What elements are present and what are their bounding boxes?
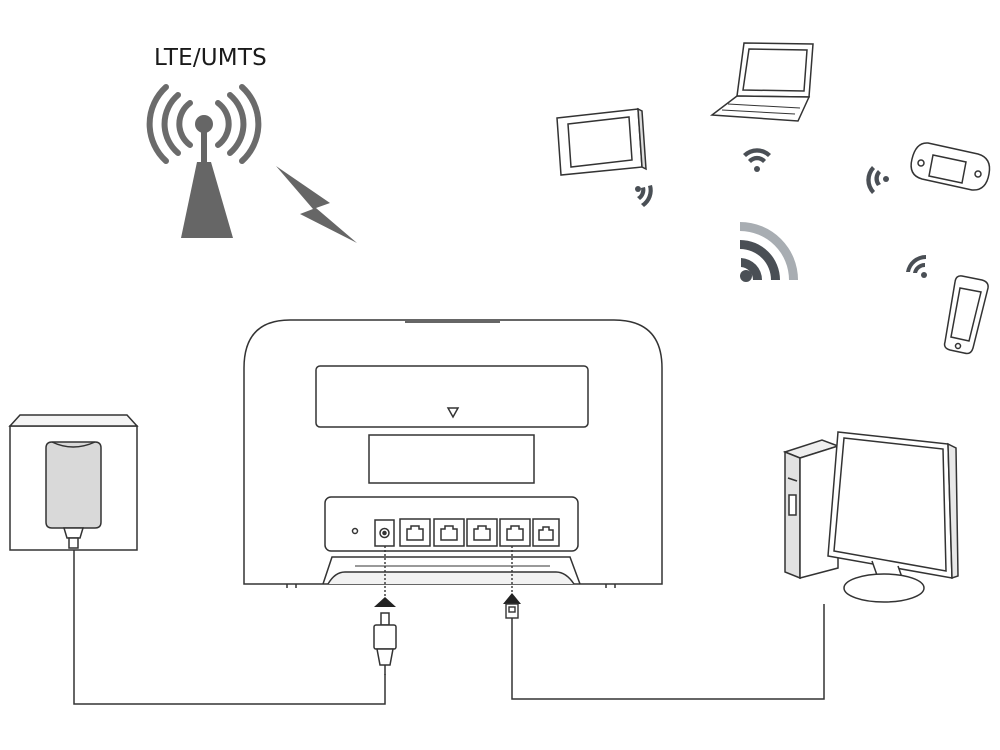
router-top-panel bbox=[315, 365, 589, 428]
phone-port bbox=[532, 518, 560, 547]
wifi-signal-icon-console bbox=[866, 166, 889, 194]
smartphone-icon bbox=[943, 275, 989, 355]
wifi-signal-icon-phone bbox=[906, 254, 927, 278]
reset-button bbox=[351, 527, 359, 535]
cell-tower-icon bbox=[146, 84, 262, 238]
laptop-icon bbox=[709, 42, 814, 122]
power-adapter-icon bbox=[45, 441, 102, 549]
lte-router-icon bbox=[243, 319, 663, 588]
ethernet-insert-arrow-icon bbox=[503, 593, 521, 604]
power-cable bbox=[73, 548, 386, 705]
power-plug-icon bbox=[373, 612, 397, 675]
ethernet-cable bbox=[511, 604, 825, 700]
ethernet-plug-icon bbox=[505, 603, 519, 619]
tablet-icon bbox=[556, 107, 647, 176]
network-type-label: LTE/UMTS bbox=[154, 45, 267, 71]
wifi-signal-icon-laptop bbox=[743, 148, 771, 172]
router-logo-mark bbox=[446, 407, 460, 419]
game-console-icon bbox=[910, 142, 991, 191]
lightning-bolt-icon bbox=[276, 166, 357, 243]
router-stand bbox=[322, 556, 581, 585]
router-label-panel bbox=[368, 434, 535, 484]
desktop-computer-icon bbox=[782, 431, 959, 603]
insert-arrow-icon bbox=[374, 597, 396, 607]
wifi-signal-icon-tablet bbox=[635, 185, 653, 207]
lan-ports bbox=[399, 518, 531, 547]
wifi-signal-icon-main bbox=[740, 222, 798, 282]
